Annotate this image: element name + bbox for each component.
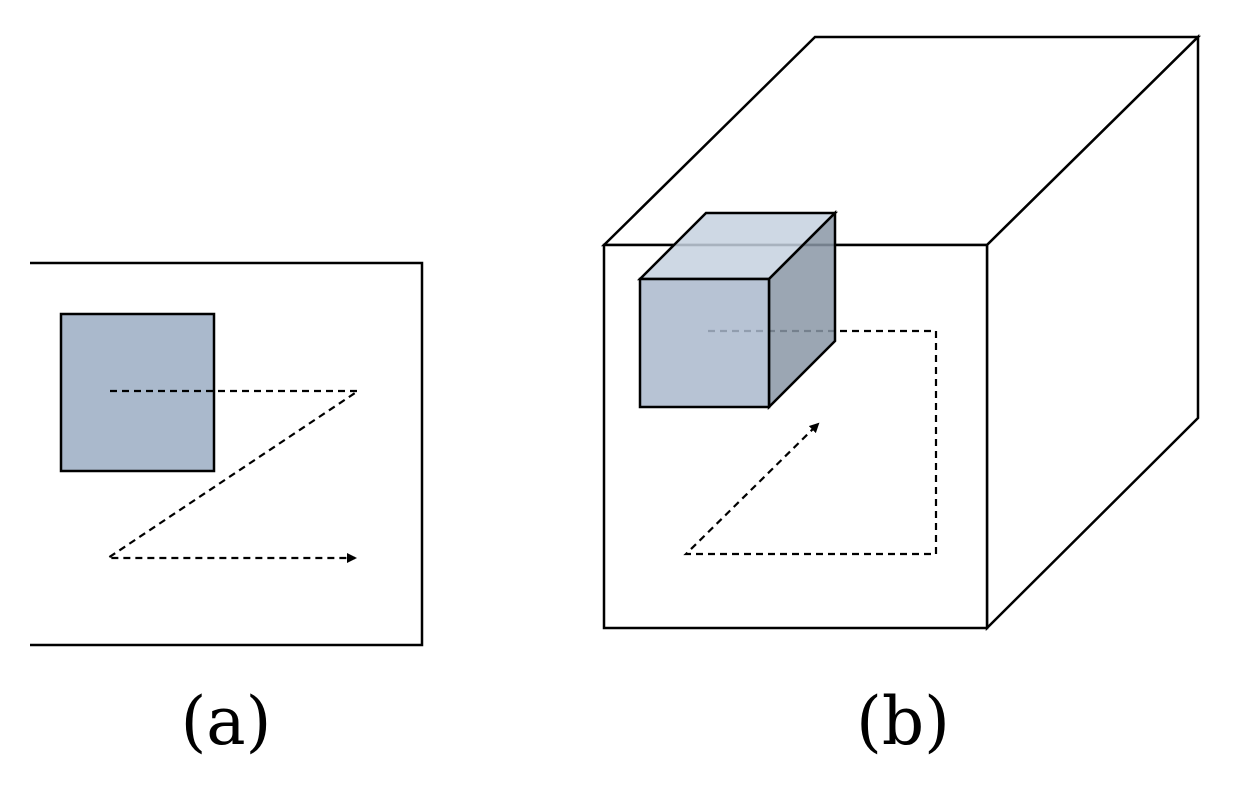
panel-a: (a) — [30, 261, 424, 760]
sliding-window-2d — [59, 312, 216, 473]
panel-b: (b) — [600, 34, 1202, 760]
caption-a: (a) — [181, 683, 272, 760]
sliding-window-3d — [636, 209, 839, 411]
scan-path-2d — [104, 389, 362, 563]
scan-path-3d — [683, 329, 938, 556]
window-cube-front — [638, 277, 771, 409]
image-frame-2d — [30, 261, 424, 647]
caption-b: (b) — [856, 683, 950, 760]
